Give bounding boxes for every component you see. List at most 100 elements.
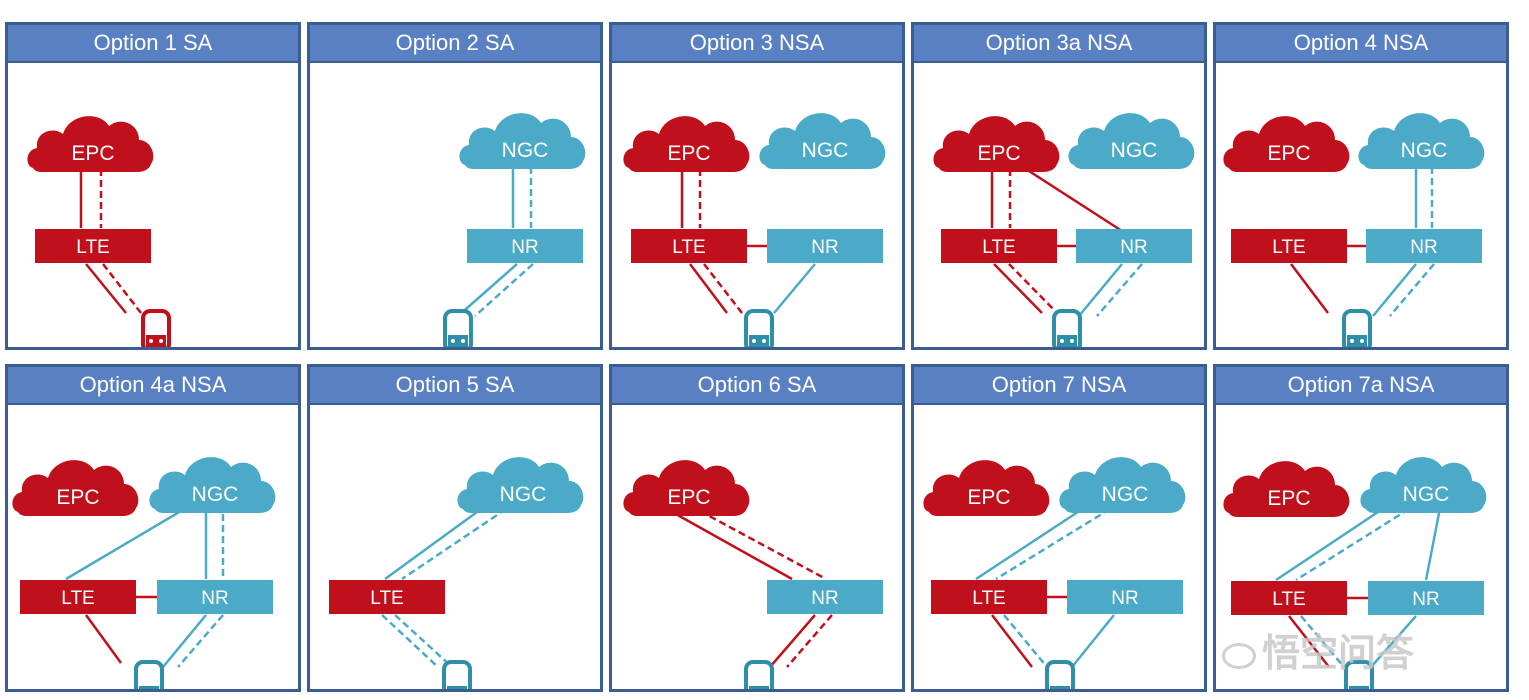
epc-cloud-shape [1223,461,1350,517]
ngc-cloud-label: NGC [802,139,849,162]
link-solid [162,614,207,668]
option-topology: NGC NR [443,113,586,347]
nr-node-box [1366,229,1482,263]
option-title: Option 7 NSA [914,367,1204,405]
lte-node: LTE [35,229,151,263]
nr-node: NR [1368,581,1484,615]
nr-node-box [157,580,273,614]
link-dashed [177,614,224,668]
lte-node-label: LTE [61,588,94,609]
lte-node: LTE [1231,581,1347,615]
epc-cloud-label: EPC [977,142,1020,165]
link-solid [673,511,793,581]
epc-cloud: EPC [1223,461,1350,517]
link-solid [65,506,187,581]
ue-device-icon [744,660,774,689]
link-dashed [786,614,833,668]
ngc-cloud-label: NGC [1111,139,1158,162]
epc-cloud-shape [12,460,139,516]
nr-node-box [767,580,883,614]
epc-cloud: EPC [27,116,154,172]
link-solid [1078,263,1123,317]
epc-cloud-label: EPC [56,486,99,509]
option-panel: Option 7 NSA EPC NGC LTE NR [911,364,1207,692]
nr-node-label: NR [1120,237,1147,258]
link-dashed [401,507,507,581]
ngc-cloud: NGC [759,113,886,169]
lte-node-box [20,580,136,614]
epc-cloud-shape [1223,116,1350,172]
lte-node: LTE [931,580,1047,614]
lte-node: LTE [941,229,1057,263]
ngc-cloud-shape [149,457,276,513]
epc-cloud: EPC [933,116,1060,172]
link-solid [689,263,728,314]
nr-node-label: NR [1111,588,1138,609]
option-title: Option 2 SA [310,25,600,63]
ngc-cloud-label: NGC [1401,139,1448,162]
link-solid [975,502,1091,581]
link-dashed [394,614,453,668]
epc-cloud-label: EPC [967,486,1010,509]
link-solid [85,263,127,314]
nr-node: NR [467,229,583,263]
link-solid [769,614,816,668]
option-panel: Option 2 SA NGC NR [307,22,603,350]
nr-node-box [467,229,583,263]
watermark: 悟空问答 [1222,622,1414,677]
ngc-cloud-shape [457,457,584,513]
nr-node-label: NR [1410,237,1437,258]
ue-device-icon [134,660,164,689]
option-topology: EPC NGC LTE NR [1223,457,1487,689]
nr-node-box [767,229,883,263]
link-solid [1071,614,1115,668]
lte-node-box [35,229,151,263]
epc-cloud: EPC [923,460,1050,516]
nr-node-label: NR [811,237,838,258]
nr-node-label: NR [1412,589,1439,610]
ngc-cloud-label: NGC [1102,483,1149,506]
link-solid [384,502,489,581]
ngc-cloud: NGC [149,457,276,513]
lte-node: LTE [329,580,445,614]
link-solid [1290,263,1329,314]
epc-cloud: EPC [1223,116,1350,172]
option-topology: EPC NGC LTE NR [933,113,1195,347]
epc-cloud: EPC [623,460,750,516]
ngc-cloud-label: NGC [1403,483,1450,506]
link-dashed [1003,614,1048,668]
nr-node: NR [157,580,273,614]
ngc-cloud-shape [759,113,886,169]
watermark-logo-icon [1222,642,1256,669]
ngc-cloud-shape [459,113,586,169]
option-topology: EPC NGC LTE NR [623,113,886,347]
lte-node-box [1231,581,1347,615]
ngc-cloud-label: NGC [502,139,549,162]
epc-cloud-shape [623,460,750,516]
nr-node: NR [767,580,883,614]
link-solid [1288,615,1330,668]
ue-device-icon [1342,309,1372,347]
option-title: Option 4a NSA [8,367,298,405]
nr-node-box [1076,229,1192,263]
link-dashed [1295,507,1410,582]
link-solid [991,614,1033,668]
ngc-cloud-label: NGC [192,483,239,506]
link-solid [1424,502,1443,581]
link-dashed [1008,263,1058,314]
option-topology: EPC NGC LTE NR [923,457,1186,689]
link-dashed [1300,615,1345,668]
lte-node-label: LTE [1272,237,1305,258]
lte-node-label: LTE [672,237,705,258]
link-dashed [1389,263,1435,317]
epc-cloud-label: EPC [667,142,710,165]
lte-node-label: LTE [1272,589,1305,610]
ue-device-icon [442,660,472,689]
option-title: Option 3 NSA [612,25,902,63]
ngc-cloud: NGC [459,113,586,169]
epc-cloud-label: EPC [1267,487,1310,510]
lte-node-label: LTE [972,588,1005,609]
